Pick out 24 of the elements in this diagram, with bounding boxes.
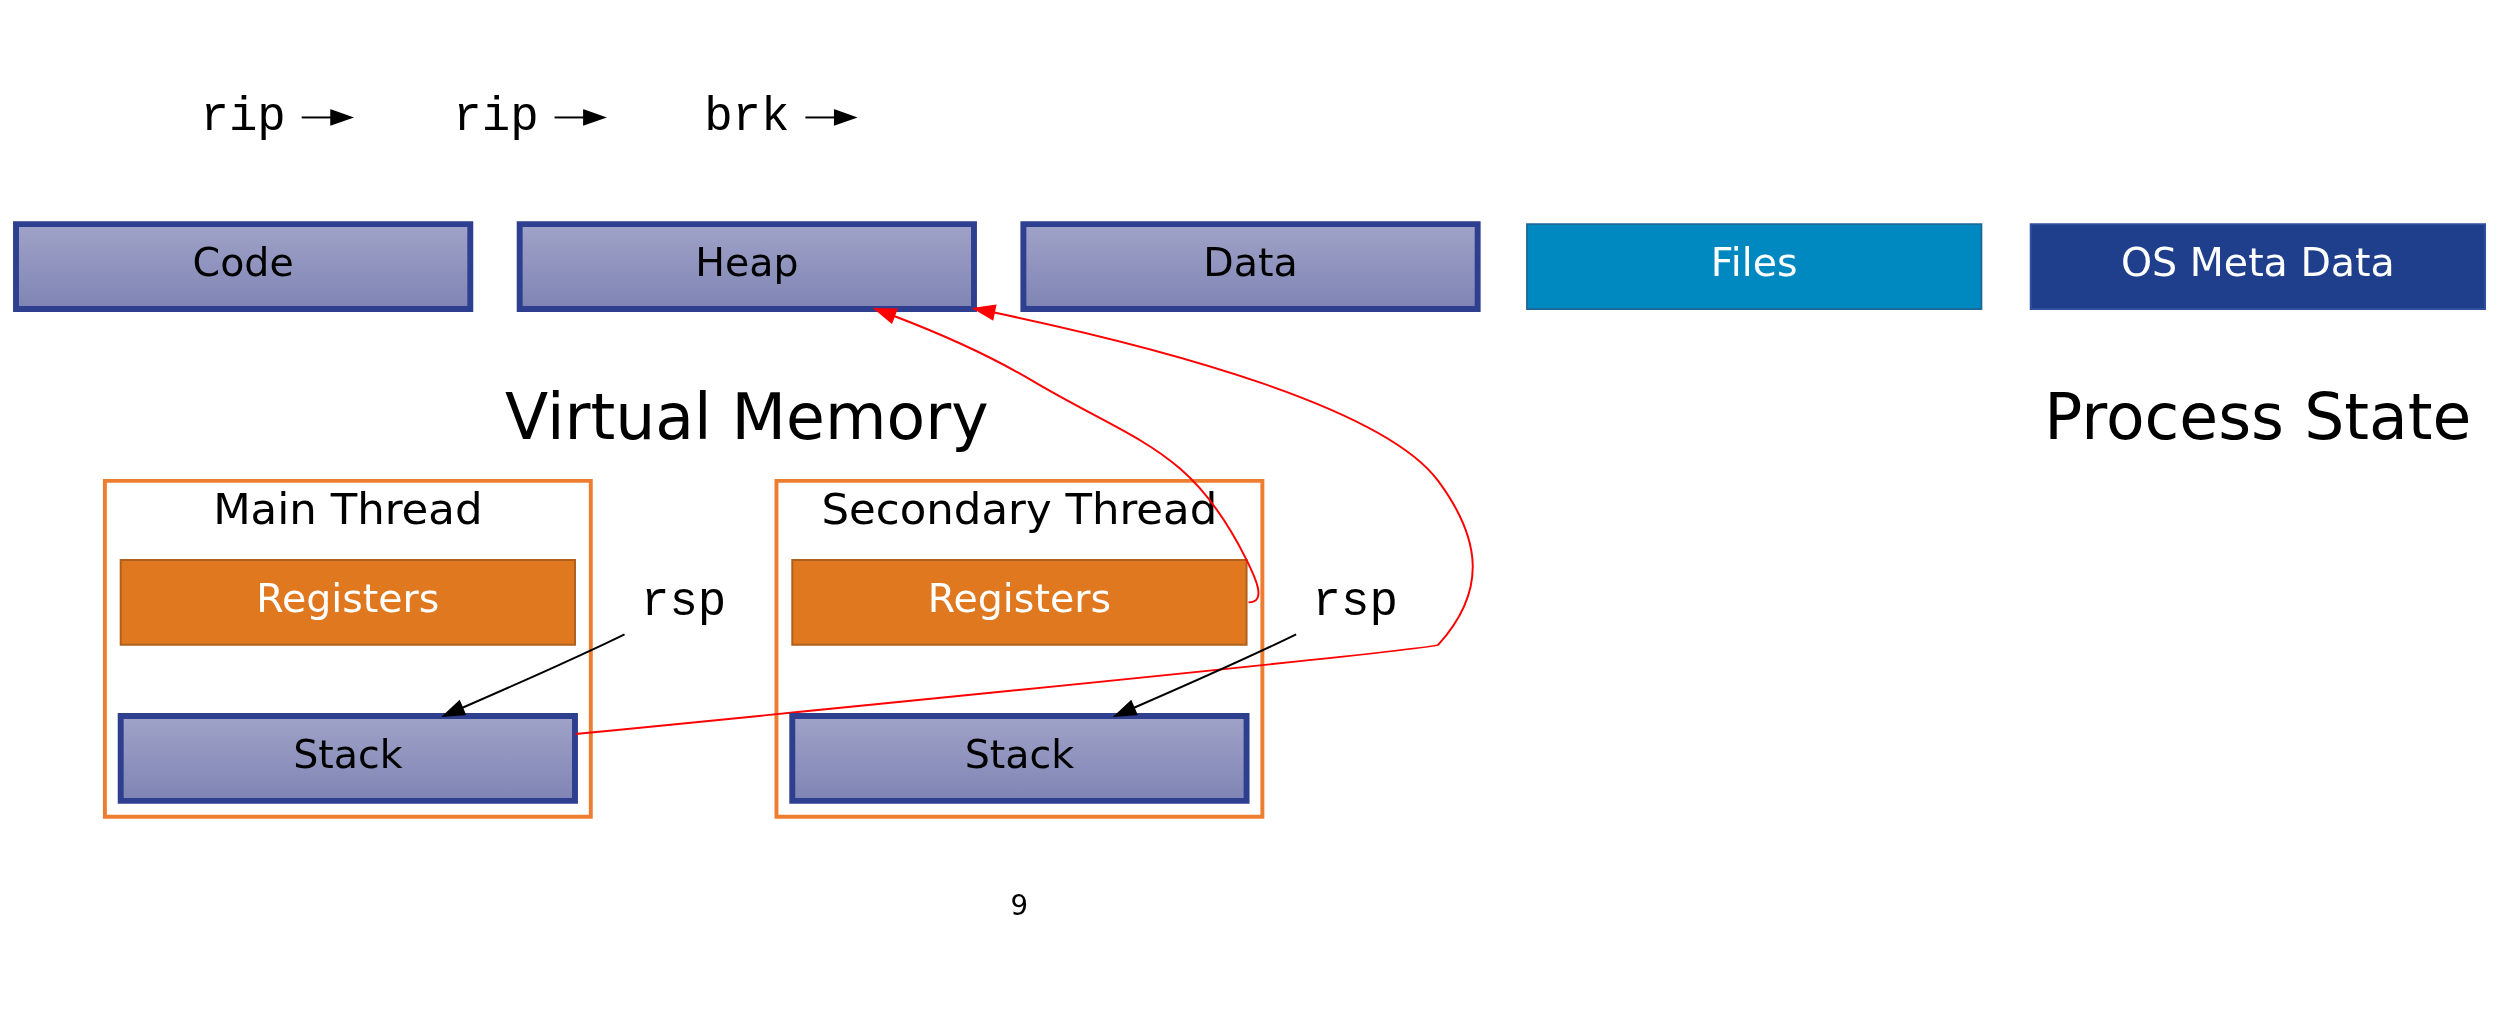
arrow [872, 307, 1260, 603]
node-box: Stack [117, 712, 578, 804]
node-box: Stack [789, 712, 1250, 804]
node-box: Registers [119, 558, 576, 646]
node-text: rsp [640, 575, 727, 629]
label: Virtual Memory [505, 379, 989, 454]
node-text: rip [453, 90, 539, 144]
label: 9 [1010, 888, 1029, 922]
node-box: Registers [791, 558, 1248, 646]
arrow [1112, 632, 1298, 717]
node-box: Files [1526, 222, 1983, 310]
node-box: Data [1020, 220, 1481, 312]
node-text: rip [200, 90, 286, 144]
label: Process State [2044, 379, 2472, 454]
node-box: Code [13, 220, 474, 312]
arrow [804, 108, 858, 126]
arrow [574, 304, 1474, 735]
node-box: Heap [516, 220, 977, 312]
arrow [553, 108, 607, 126]
arrow [441, 632, 626, 717]
node-text: brk [704, 90, 790, 144]
node-box: OS Meta Data [2029, 222, 2486, 310]
node-text: rsp [1312, 575, 1398, 629]
arrow [300, 108, 354, 126]
